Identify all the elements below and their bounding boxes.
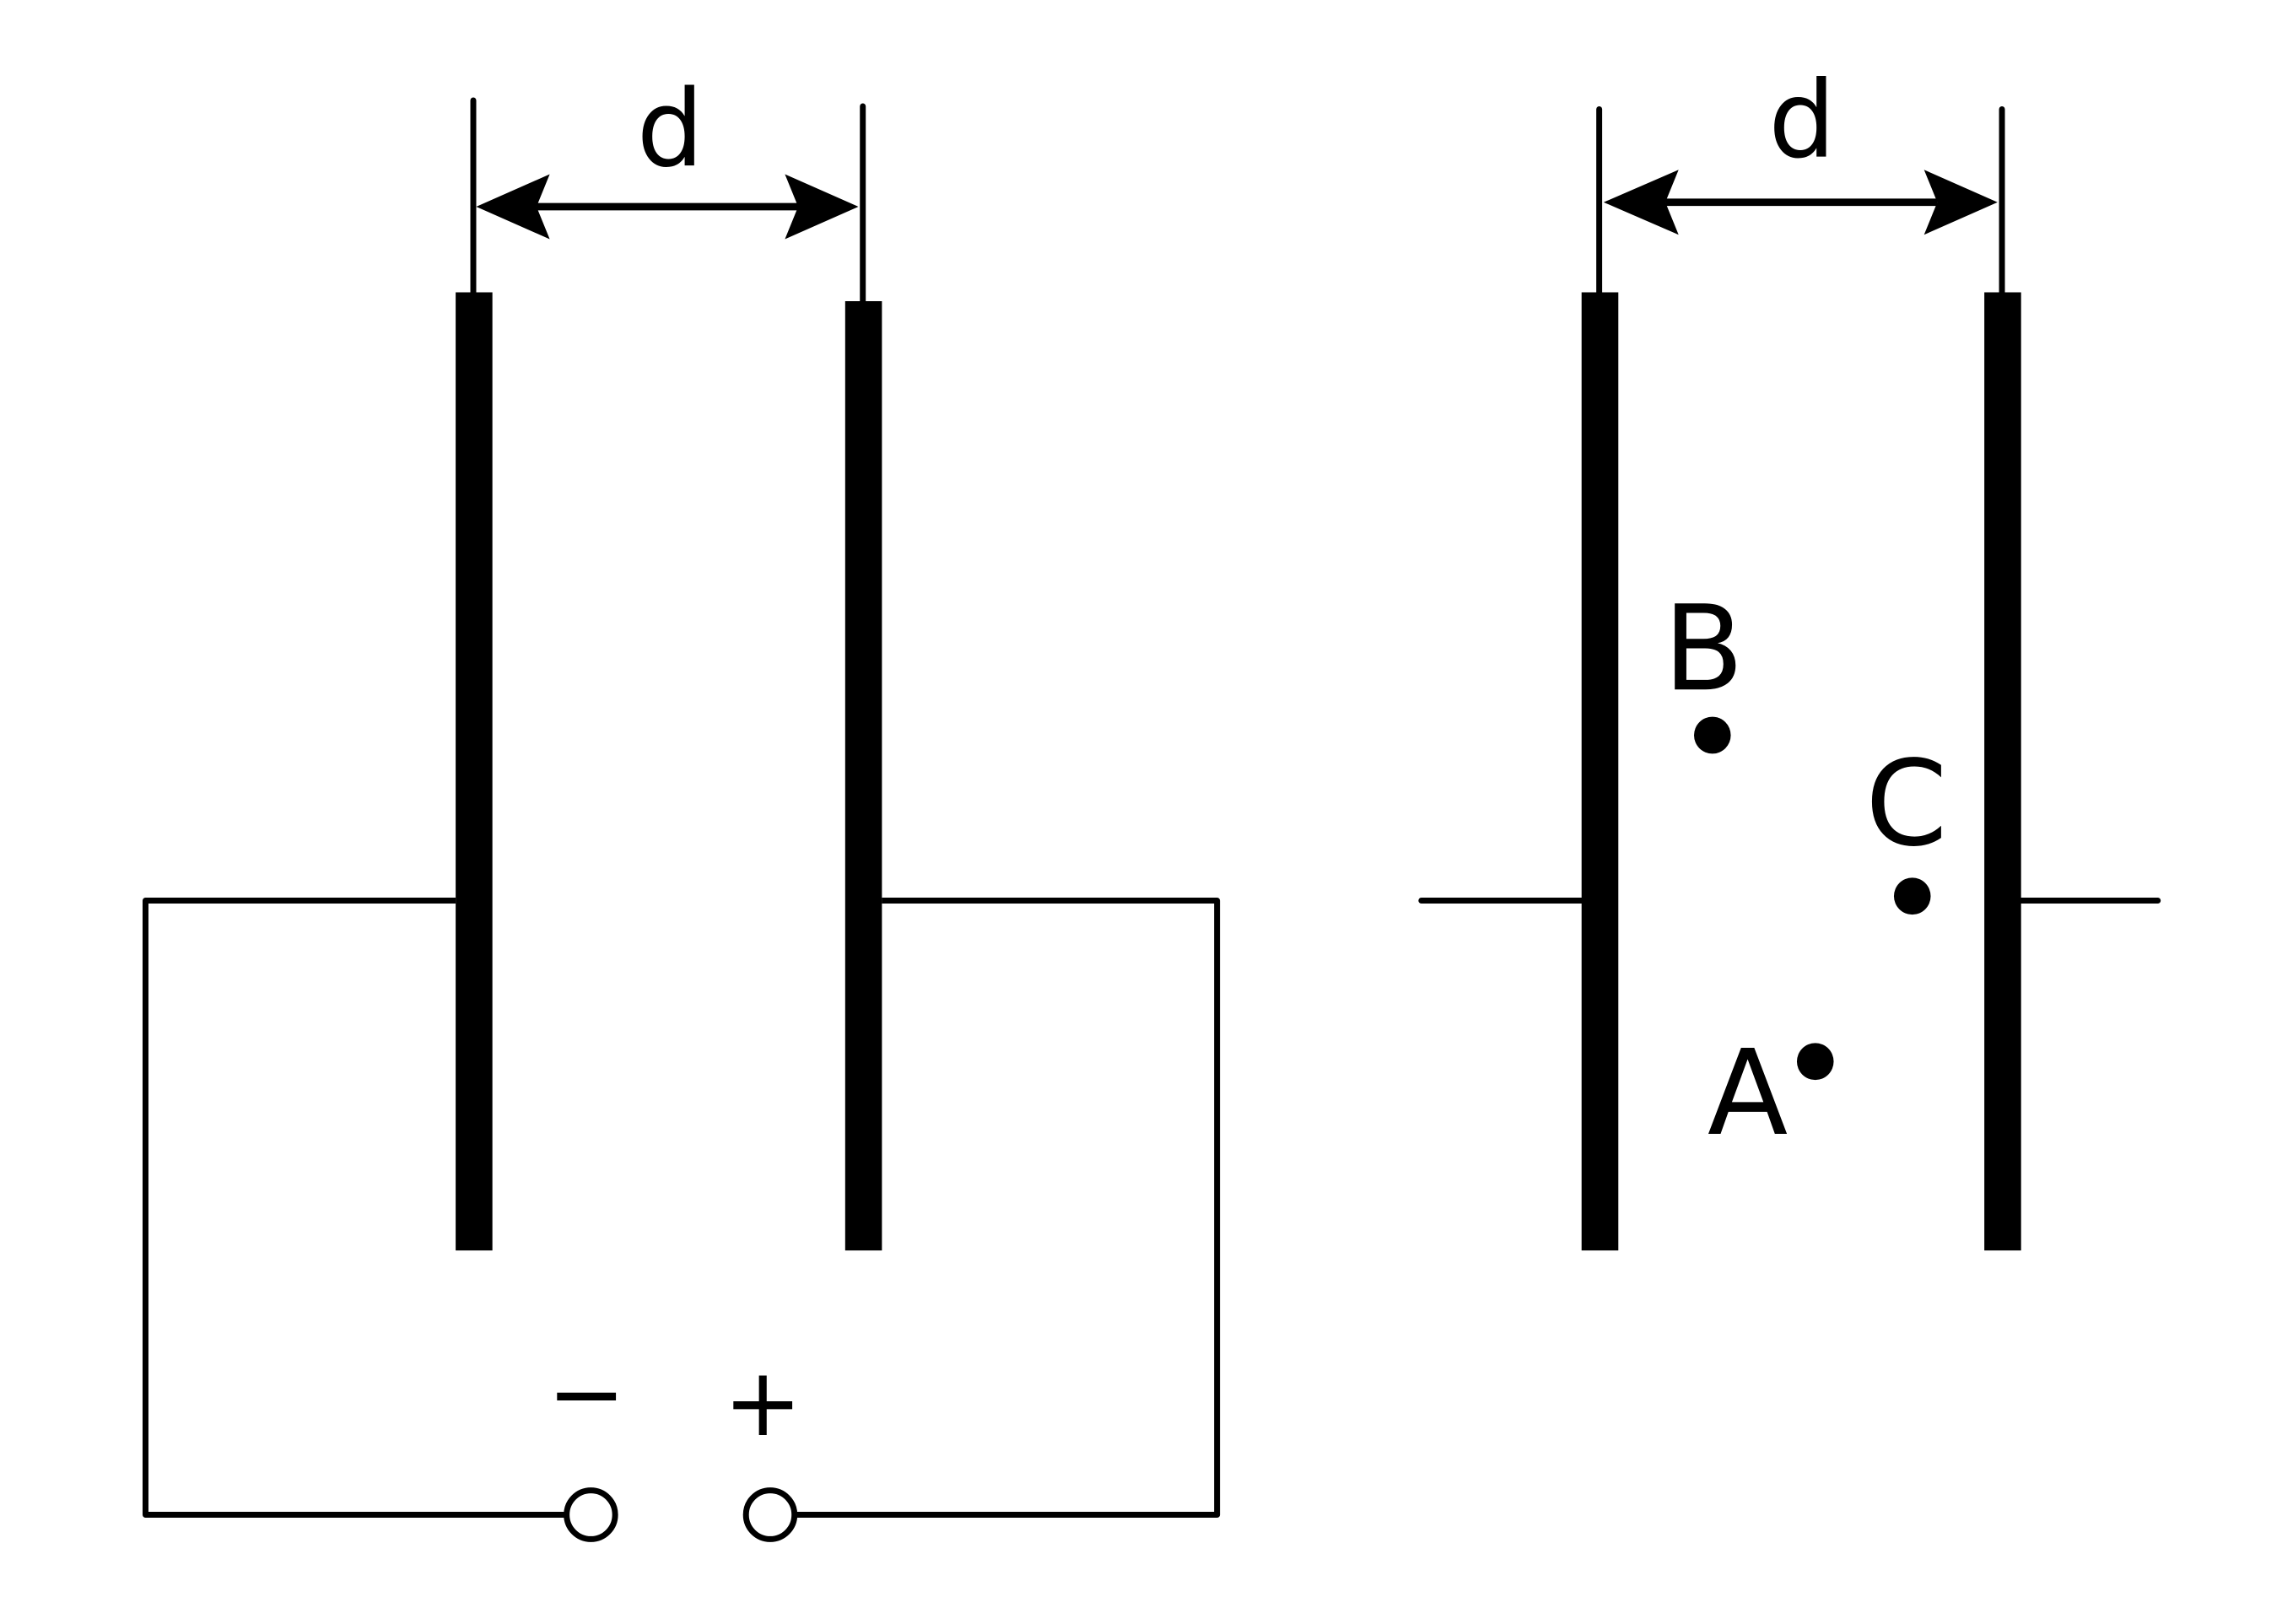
point-c-label: C [1865,735,1947,872]
point-b-label: B [1664,580,1745,717]
gap-dimension-arrow [1603,170,1998,235]
right-plate [1984,292,2021,1251]
point-a-label: A [1708,1024,1788,1162]
gap-label: d [1768,57,1836,181]
left-capacitor-circuit: d − + [143,67,1221,1542]
gap-dimension-arrow [476,174,859,240]
right-capacitor: d B C A [1418,57,2161,1251]
point-c-dot [1893,877,1931,915]
right-plate [844,301,882,1251]
positive-wire [795,898,1221,1518]
left-plate [456,292,493,1251]
negative-terminal [564,1487,618,1542]
gap-label: d [637,67,704,191]
point-a-dot [1796,1043,1834,1081]
positive-sign: + [724,1348,802,1458]
left-plate [1581,292,1619,1251]
point-b-dot [1694,716,1731,754]
negative-sign: − [547,1339,625,1449]
positive-terminal [742,1487,798,1542]
negative-wire [143,898,566,1518]
